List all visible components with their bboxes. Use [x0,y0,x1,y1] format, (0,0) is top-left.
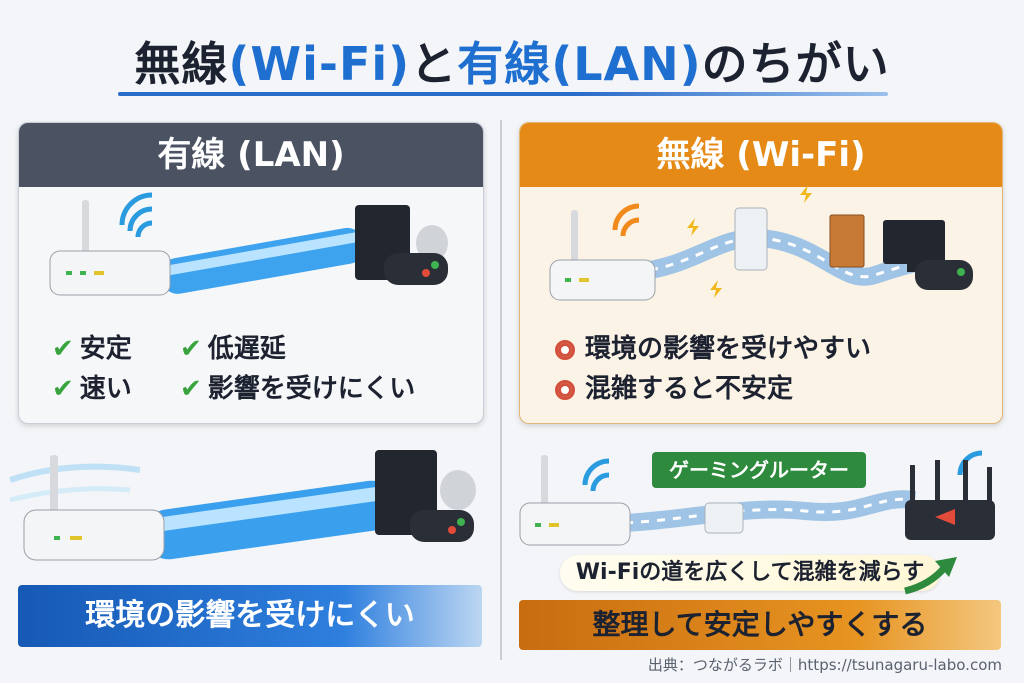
game-controller-icon [384,253,448,285]
router-icon [519,455,631,546]
lan-illustration [49,192,448,296]
monitor-icon [883,220,945,272]
wifi-banner-text: 整理して安定しやすくする [592,608,928,641]
lan-cable-icon [160,227,365,294]
game-controller-icon [410,510,474,542]
gaming-router-label: ゲーミングルーター [652,452,866,488]
title-and: と [410,37,458,91]
router-icon [49,200,171,296]
cabinet-icon [829,214,865,268]
wifi-signal-icon [119,192,153,238]
wifi-illustration [549,185,973,301]
gaming-router-illustration [519,450,995,546]
lan-banner: 環境の影響を受けにくい [18,585,482,647]
wifi-feature-unstable: 混雑すると不安定 [555,368,793,405]
page-title: 無線(Wi-Fi)と有線(LAN)のちがい [0,28,1024,94]
wifi-heading: 無線 (Wi-Fi) [520,123,1002,187]
lan-feature-resilient: ✔影響を受けにくい [180,374,416,404]
check-icon: ✔ [52,374,74,404]
speed-lines-icon [9,463,141,503]
wifi-feature-susceptible: 環境の影響を受けやすい [555,328,871,365]
source-credit: 出典：つながるラボ｜https://tsunagaru-labo.com [647,656,1002,674]
lightning-icon [687,185,812,298]
title-wifi: (Wi-Fi) [228,37,411,91]
wifi-banner: 整理して安定しやすくする [519,600,1001,650]
warning-dot-icon [555,339,575,360]
center-divider [500,120,502,660]
title-difference: のちがい [701,37,890,91]
wifi-tip: Wi-Fiの道を広くして混雑を減らす [560,555,940,591]
title-underline [118,92,888,96]
lan-illustration-large [9,450,476,561]
lan-banner-text: 環境の影響を受けにくい [85,598,415,633]
title-lan: (LAN) [551,37,702,91]
wifi-path-icon [624,490,917,532]
wifi-panel: 無線 (Wi-Fi) [519,122,1003,424]
title-wired: 有線 [457,37,552,91]
appliance-icon [734,207,768,271]
lan-heading: 有線 (LAN) [19,123,483,187]
extender-icon [704,502,744,534]
wifi-signal-icon [612,203,640,237]
check-icon: ✔ [180,334,202,364]
game-controller-icon [915,260,973,290]
wifi-path-icon [648,229,936,286]
lan-cable-icon [144,480,395,560]
green-arrow-icon [904,557,957,595]
router-icon [23,455,165,561]
router-icon [549,210,656,301]
lan-feature-low-latency: ✔低遅延 [180,334,286,364]
gaming-router-icon [905,460,995,540]
lan-feature-stable: ✔安定 [52,334,132,364]
lan-feature-fast: ✔速い [52,374,132,404]
check-icon: ✔ [52,334,74,364]
wifi-signal-icon [582,450,983,492]
warning-dot-icon [555,379,575,400]
title-wireless: 無線 [134,37,229,91]
check-icon: ✔ [180,374,202,404]
